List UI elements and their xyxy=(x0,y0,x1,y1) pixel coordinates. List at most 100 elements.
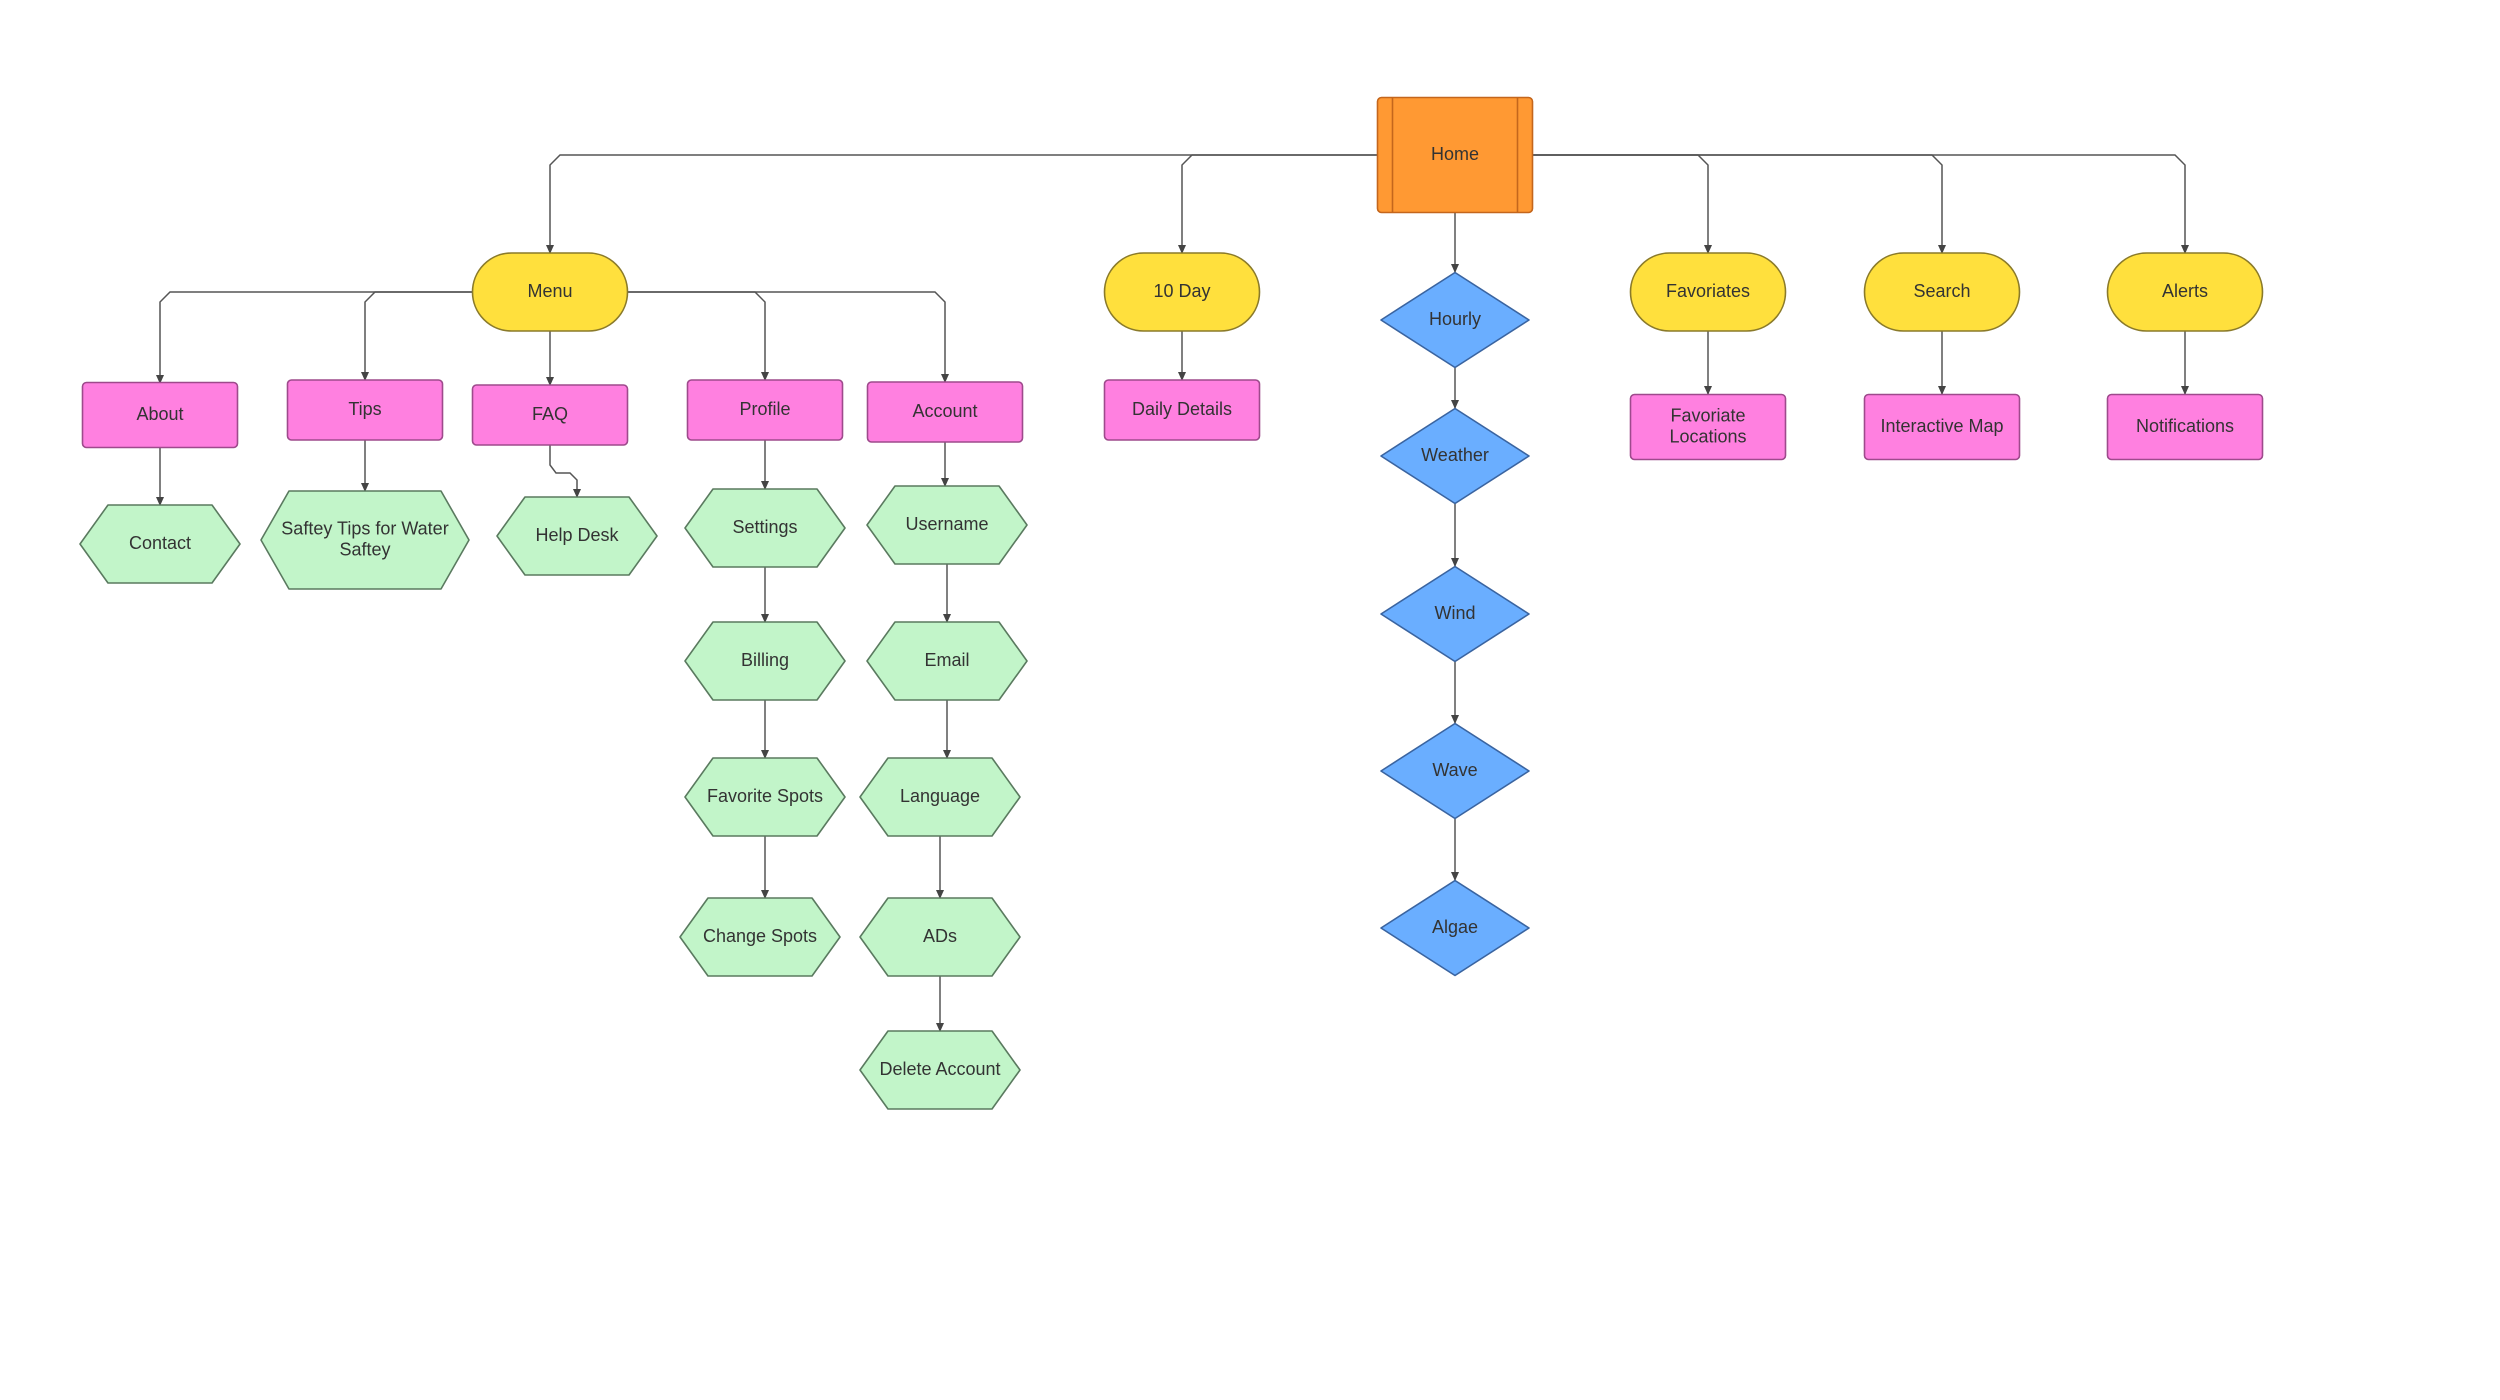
node-help-desk[interactable]: Help Desk xyxy=(496,496,658,576)
node-shape xyxy=(866,621,1028,701)
node-label: 10 Day xyxy=(1153,281,1210,301)
node-label: Algae xyxy=(1432,917,1478,937)
connector-menu-to-tips xyxy=(361,291,473,381)
node-shape xyxy=(684,488,846,568)
connector-menu-to-about xyxy=(156,291,473,384)
node-shape xyxy=(286,379,444,441)
node-shape xyxy=(1629,252,1787,332)
node-label: Menu xyxy=(527,281,572,301)
node-label: Notifications xyxy=(2136,416,2234,436)
node-favoriates[interactable]: Favoriates xyxy=(1629,252,1787,332)
node-label: Home xyxy=(1431,144,1479,164)
node-weather[interactable]: Weather xyxy=(1380,407,1530,505)
node-label: Alerts xyxy=(2162,281,2208,301)
node-shape xyxy=(2106,252,2264,332)
node-label: Language xyxy=(900,786,980,806)
node-label: Weather xyxy=(1421,445,1489,465)
node-label: FAQ xyxy=(532,404,568,424)
node-label: Delete Account xyxy=(879,1059,1000,1079)
node-shape xyxy=(1103,252,1261,332)
connector-home-to-search xyxy=(1533,154,1946,254)
node-about[interactable]: About xyxy=(81,381,239,449)
node-shape xyxy=(866,381,1024,443)
node-home[interactable]: Home xyxy=(1376,96,1534,214)
node-account[interactable]: Account xyxy=(866,381,1024,443)
node-shape xyxy=(1380,722,1530,820)
node-search[interactable]: Search xyxy=(1863,252,2021,332)
node-label: About xyxy=(136,404,183,424)
node-profile[interactable]: Profile xyxy=(686,379,844,441)
node-shape xyxy=(471,384,629,446)
node-wind[interactable]: Wind xyxy=(1380,565,1530,663)
node-label: Favorite Spots xyxy=(707,786,823,806)
node-daily-details[interactable]: Daily Details xyxy=(1103,379,1261,441)
node-label: Help Desk xyxy=(535,525,619,545)
node-label: Billing xyxy=(741,650,789,670)
node-change-spots[interactable]: Change Spots xyxy=(679,897,841,977)
node-algae[interactable]: Algae xyxy=(1380,879,1530,977)
node-shape xyxy=(859,897,1021,977)
connector-home-to-ten-day xyxy=(1178,154,1378,254)
node-shape xyxy=(1863,393,2021,461)
node-label: Interactive Map xyxy=(1880,416,2003,436)
node-favorite-spots[interactable]: Favorite Spots xyxy=(684,757,846,837)
node-label: Email xyxy=(924,650,969,670)
node-notifications[interactable]: Notifications xyxy=(2106,393,2264,461)
node-shape xyxy=(496,496,658,576)
node-menu[interactable]: Menu xyxy=(471,252,629,332)
node-contact[interactable]: Contact xyxy=(79,504,241,584)
node-hourly[interactable]: Hourly xyxy=(1380,271,1530,369)
node-label: Tips xyxy=(348,399,381,419)
node-shape xyxy=(2106,393,2264,461)
node-shape xyxy=(79,504,241,584)
node-language[interactable]: Language xyxy=(859,757,1021,837)
node-email[interactable]: Email xyxy=(866,621,1028,701)
node-billing[interactable]: Billing xyxy=(684,621,846,701)
node-shape xyxy=(260,490,470,590)
node-alerts[interactable]: Alerts xyxy=(2106,252,2264,332)
connector-menu-to-account xyxy=(628,291,949,383)
node-settings[interactable]: Settings xyxy=(684,488,846,568)
node-shape xyxy=(859,757,1021,837)
node-label: Search xyxy=(1913,281,1970,301)
node-shape xyxy=(866,485,1028,565)
node-tips[interactable]: Tips xyxy=(286,379,444,441)
connector-menu-to-profile xyxy=(628,291,769,381)
node-shape xyxy=(1380,271,1530,369)
connector-home-to-favoriates xyxy=(1533,154,1712,254)
connector-layer xyxy=(156,154,2189,1032)
node-label: Favoriates xyxy=(1666,281,1750,301)
node-label: Profile xyxy=(739,399,790,419)
node-shape xyxy=(679,897,841,977)
node-shape xyxy=(1380,565,1530,663)
node-label: Wind xyxy=(1434,603,1475,623)
node-shape xyxy=(859,1030,1021,1110)
connector-home-to-menu xyxy=(546,154,1378,254)
connector-home-to-alerts xyxy=(1533,154,2189,254)
node-shape xyxy=(1103,379,1261,441)
node-ads[interactable]: ADs xyxy=(859,897,1021,977)
node-username[interactable]: Username xyxy=(866,485,1028,565)
node-faq[interactable]: FAQ xyxy=(471,384,629,446)
node-label: Settings xyxy=(732,517,797,537)
node-wave[interactable]: Wave xyxy=(1380,722,1530,820)
node-label: Username xyxy=(905,514,988,534)
node-label: Account xyxy=(912,401,977,421)
node-shape xyxy=(1380,879,1530,977)
node-shape xyxy=(81,381,239,449)
node-label: Hourly xyxy=(1429,309,1481,329)
node-shape xyxy=(1629,393,1787,461)
node-shape xyxy=(1376,96,1534,214)
node-shape xyxy=(684,621,846,701)
node-interactive-map[interactable]: Interactive Map xyxy=(1863,393,2021,461)
node-shape xyxy=(684,757,846,837)
node-shape xyxy=(1863,252,2021,332)
node-shape xyxy=(471,252,629,332)
node-ten-day[interactable]: 10 Day xyxy=(1103,252,1261,332)
node-delete-account[interactable]: Delete Account xyxy=(859,1030,1021,1110)
